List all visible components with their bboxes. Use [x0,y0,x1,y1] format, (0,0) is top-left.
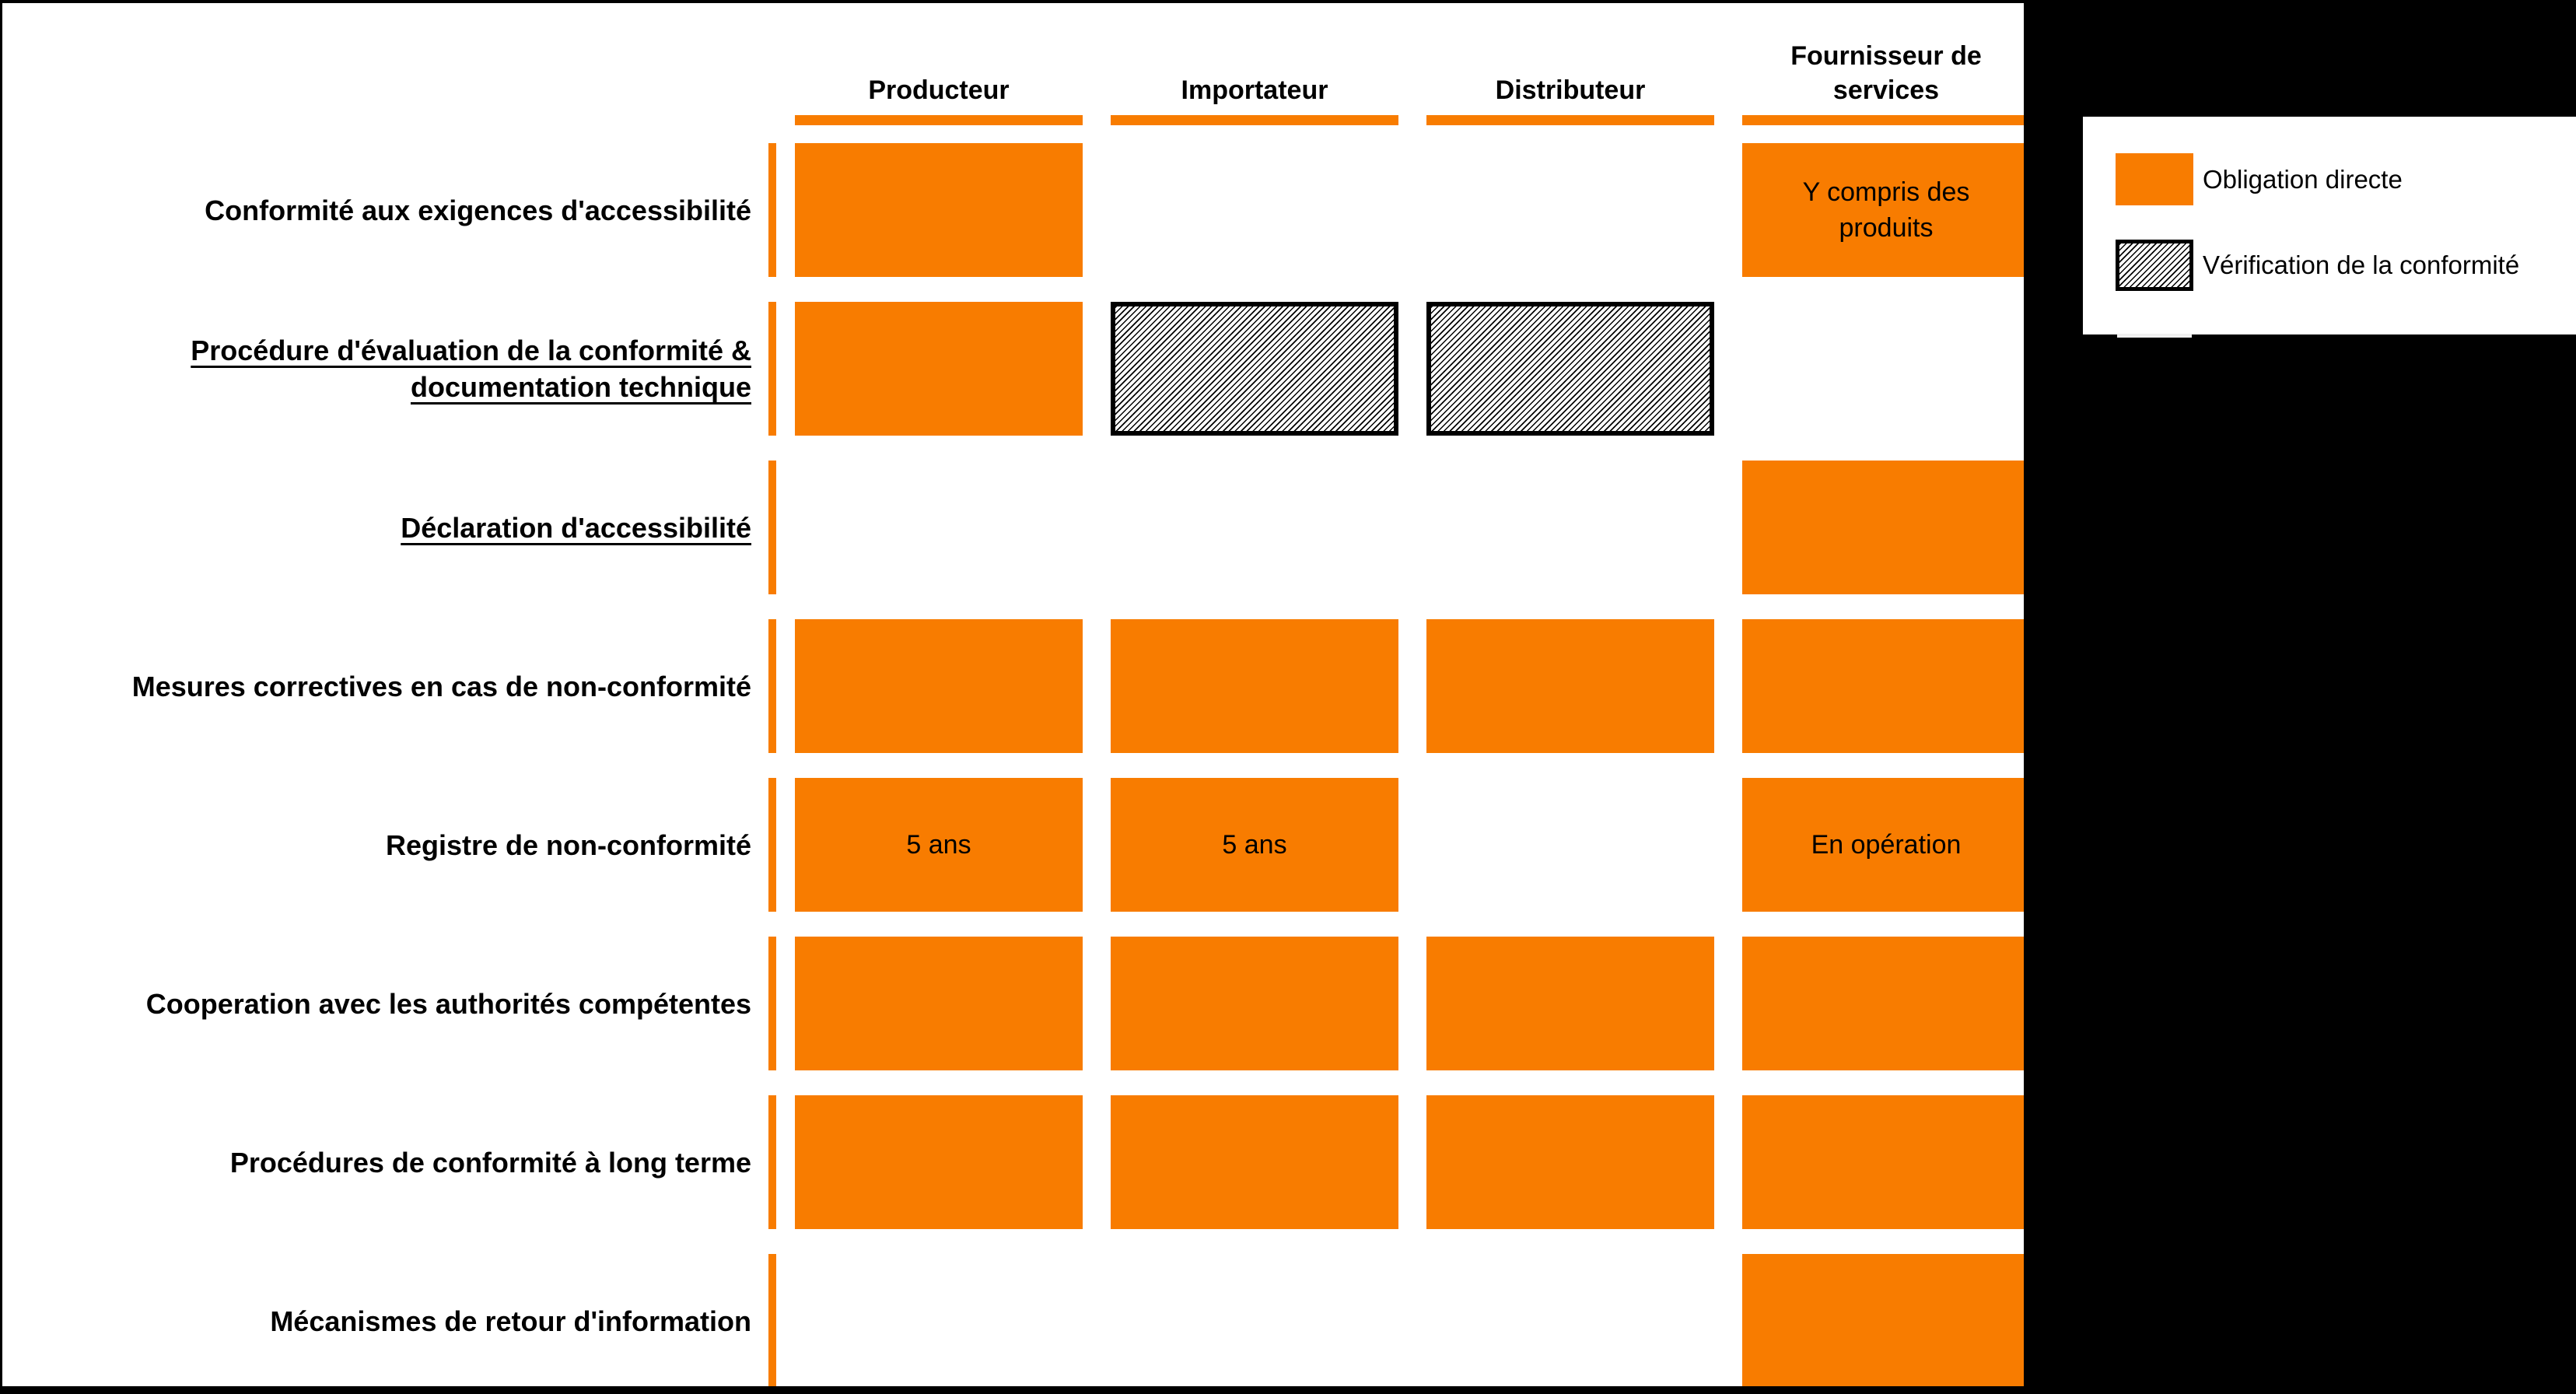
column-underline [1111,115,1398,125]
matrix-cell-obligation: Y compris des produits [1742,143,2024,277]
legend-item-verification: Vérification de la conformité [2116,240,2519,291]
legend-panel: Obligation directe Vérification de la co… [2083,117,2576,334]
matrix-cell-obligation [1111,937,1398,1070]
matrix-cell-obligation [1426,937,1714,1070]
row-label: Conformité aux exigences d'accessibilité [205,194,751,226]
matrix-cell-label: Y compris des produits [1802,177,1970,243]
legend-label-verification-conformite: Vérification de la conformité [2203,250,2520,279]
matrix-canvas: Producteur Importateur Distributeur Fournis… [2,3,2024,1386]
matrix-cell-obligation [1111,1095,1398,1229]
matrix-cell-obligation [1111,619,1398,753]
column-header: Importateur [1181,75,1328,105]
matrix-cell-obligation: En opération [1742,778,2024,912]
row-accent-bar [768,937,776,1070]
row-label: Mécanismes de retour d'information [270,1305,751,1337]
column-underline [1742,115,2024,125]
row-label: Procédures de conformité à long terme [229,1146,751,1179]
row-label: Procédure d'évaluation de la conformité … [191,334,751,403]
matrix-cell-obligation [795,302,1083,436]
matrix-cell-label: 5 ans [906,830,971,860]
row-label: Registre de non-conformité [385,828,751,861]
matrix-cell-obligation: 5 ans [1111,778,1398,912]
row-accent-bar [768,778,776,912]
row-accent-bar [768,619,776,753]
matrix-cell-obligation [795,1095,1083,1229]
matrix-cell-verification [1426,302,1714,436]
matrix-cell-obligation [795,619,1083,753]
column-underline [1426,115,1714,125]
matrix-cell-obligation [1742,461,2024,594]
matrix-cell-obligation [1426,1095,1714,1229]
row-accent-bar [768,461,776,594]
row-accent-bar [768,1254,776,1386]
matrix-cell-obligation [1742,1095,2024,1229]
row-accent-bar [768,302,776,436]
row-label: Cooperation avec les authorités compéten… [145,987,751,1020]
matrix-cell-verification [1111,302,1398,436]
matrix-cell-obligation [1742,619,2024,753]
row-label: Déclaration d'accessibilité [401,511,751,544]
row-accent-bar [768,1095,776,1229]
matrix-cell-obligation [795,143,1083,277]
column-header: Fournisseur de services [1790,41,1982,105]
legend-clipped-swatch [2117,334,2192,338]
matrix-cell-obligation [795,937,1083,1070]
column-header: Distributeur [1495,75,1646,105]
legend-swatch-obligation-directe [2116,153,2193,205]
legend-swatch-verification-conformite [2116,240,2193,291]
column-underline [795,115,1083,125]
matrix-cell-label: 5 ans [1222,830,1287,860]
matrix-cell-label: En opération [1811,830,1962,860]
legend-label-obligation-directe: Obligation directe [2203,164,2403,194]
legend-item-obligation: Obligation directe [2116,153,2403,205]
matrix-cell-obligation [1742,937,2024,1070]
column-header: Producteur [868,75,1010,105]
row-accent-bar [768,143,776,277]
matrix-cell-obligation [1742,1254,2024,1386]
row-label: Mesures correctives en cas de non-confor… [131,670,751,702]
matrix-cell-obligation [1426,619,1714,753]
matrix-cell-obligation: 5 ans [795,778,1083,912]
